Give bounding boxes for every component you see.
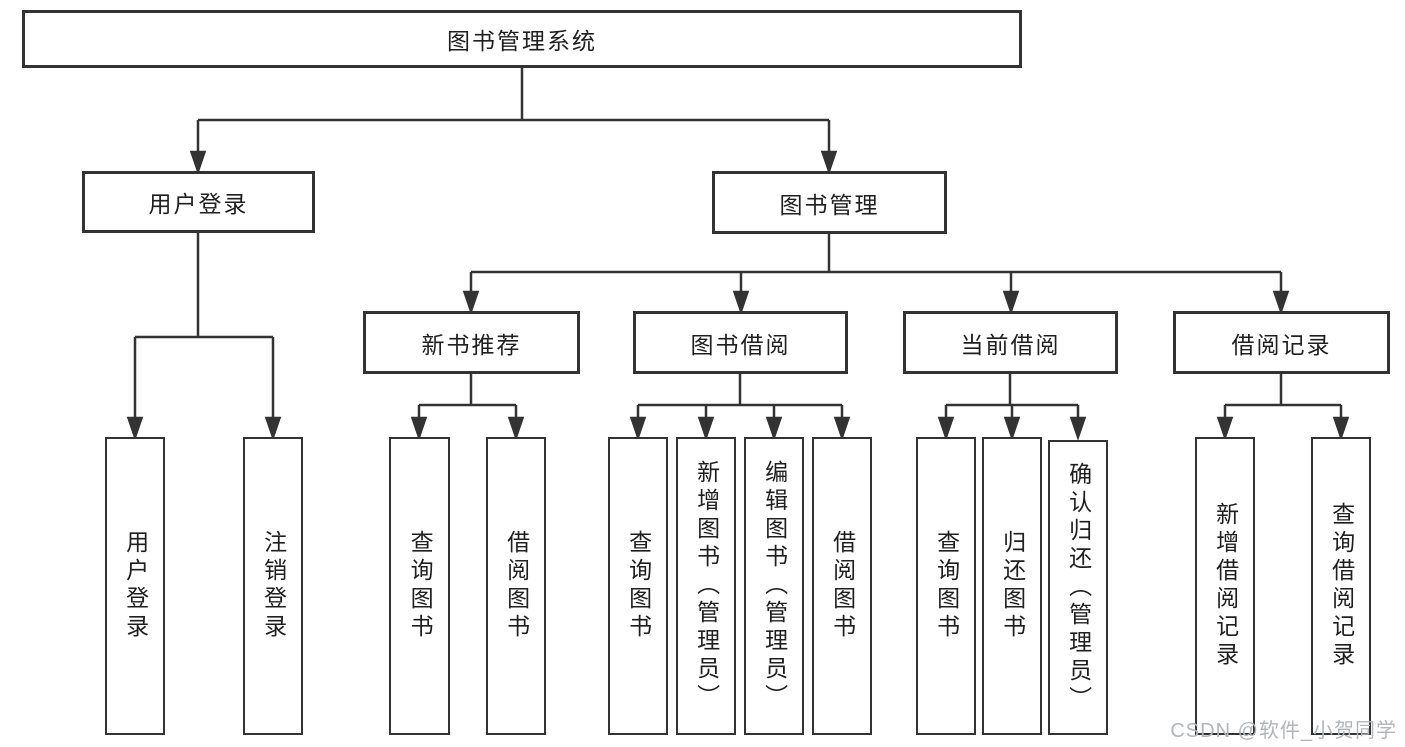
arrowhead [1216,416,1234,441]
connector-current-borrow-to-leaves [937,374,1087,441]
leaf-confirm-return-admin: 确认归还（管理员） [1048,440,1108,735]
node-new-book-recommend: 新书推荐 [363,311,580,374]
connector-borrow-record-to-leaves [1216,374,1350,441]
connector-user-login-to-leaves [126,233,282,441]
arrowhead [820,150,838,175]
leaf-borrow-book: 借阅图书 [812,437,872,735]
leaf-return-book: 归还图书 [982,437,1042,735]
leaf-user-login: 用户登录 [105,437,165,735]
connector-root-to-level2 [189,68,838,175]
arrowhead [937,416,955,441]
leaf-logout: 注销登录 [243,437,303,735]
arrowhead [833,416,851,441]
arrowhead [1069,416,1087,441]
arrowhead [1332,416,1350,441]
node-current-borrow: 当前借阅 [903,311,1118,374]
node-book-management: 图书管理 [712,171,947,234]
arrowhead [264,416,282,441]
leaf-borrow-book-recommend: 借阅图书 [486,437,546,735]
arrowhead [1272,290,1290,315]
arrowhead [629,416,647,441]
leaf-query-borrow-record: 查询借阅记录 [1311,437,1371,735]
connector-new-book-recommend-to-leaves [410,374,525,441]
leaf-add-book-admin: 新增图书（管理员） [676,437,736,735]
arrowhead [1002,290,1020,315]
arrowhead [189,150,207,175]
connector-book-borrow-to-leaves [629,374,851,441]
arrowhead [697,416,715,441]
arrowhead [765,416,783,441]
leaf-query-book-current: 查询图书 [916,437,976,735]
leaf-edit-book-admin: 编辑图书（管理员） [744,437,804,735]
leaf-add-borrow-record: 新增借阅记录 [1195,437,1255,735]
leaf-query-book-recommend: 查询图书 [389,437,450,735]
node-book-borrow: 图书借阅 [633,311,848,374]
arrowhead [410,416,428,441]
leaf-query-book-borrow: 查询图书 [608,437,668,735]
node-user-login: 用户登录 [82,171,315,233]
arrowhead [462,290,480,315]
arrowhead [1003,416,1021,441]
csdn-watermark: CSDN @软件_小贺同学 [1170,720,1397,742]
connector-book-management-to-level3 [462,234,1290,315]
arrowhead [732,290,750,315]
arrowhead [507,416,525,441]
arrowhead [126,416,144,441]
node-borrow-record: 借阅记录 [1173,311,1390,374]
node-root-library-management-system: 图书管理系统 [22,10,1022,68]
